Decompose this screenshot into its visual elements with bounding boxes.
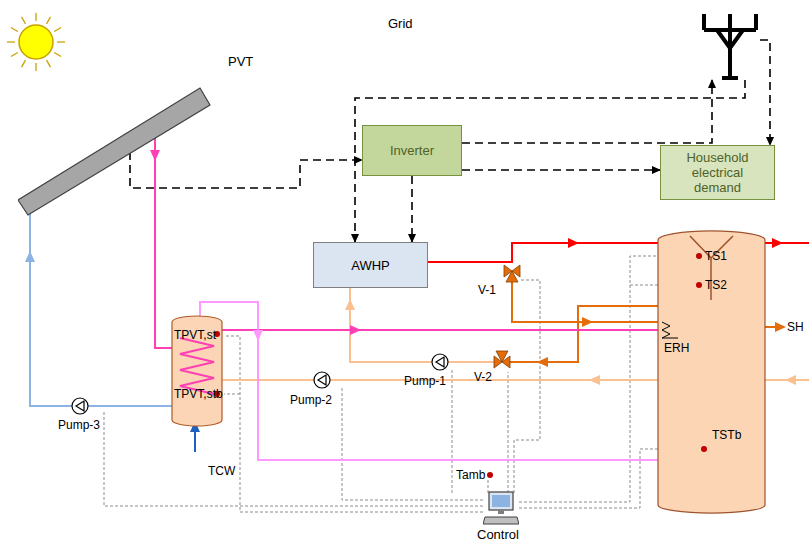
- node-label: AWHP: [351, 258, 390, 273]
- power-flow-line: [130, 152, 362, 188]
- sun-symbol: [7, 13, 65, 71]
- component-label: TCW: [208, 464, 235, 478]
- component-label: TS1: [705, 249, 727, 263]
- component-label: Pump-1: [404, 374, 446, 388]
- power-flow-line: [760, 40, 770, 145]
- controller-symbol: [483, 491, 519, 525]
- pvt-storage-tank: [172, 316, 222, 426]
- demand-box: Household electrical demand: [660, 145, 775, 200]
- power-flow-line: [462, 169, 660, 171]
- component-label: TS2: [705, 278, 727, 292]
- component-label: Pump-2: [290, 393, 332, 407]
- component-label: SH: [787, 320, 804, 334]
- component-label: TPVT,stb: [174, 387, 223, 401]
- grid-pylon-symbol: [700, 8, 760, 80]
- power-flow-line: [462, 80, 712, 143]
- main-storage-tank: [658, 231, 765, 513]
- power-flow-line: [411, 176, 413, 242]
- component-label: TSTb: [712, 428, 741, 442]
- control-wires: [104, 256, 700, 512]
- component-label: V-2: [474, 370, 492, 384]
- node-label: Inverter: [390, 143, 434, 158]
- three-way-valves: [494, 265, 520, 368]
- grid-pylon: Grid: [700, 8, 760, 80]
- node-label: Control: [477, 527, 519, 542]
- component-label: V-1: [478, 283, 496, 297]
- pvt-collector-symbol: [18, 86, 212, 217]
- component-label: Pump-3: [58, 418, 100, 432]
- node-label: Grid: [388, 16, 413, 31]
- component-label: Tamb: [456, 468, 485, 482]
- pvt-collector: PVT: [18, 86, 212, 217]
- ambient-sensor: [487, 472, 493, 478]
- component-label: TPVT,st: [174, 328, 216, 342]
- inverter-box: Inverter: [362, 125, 462, 176]
- pumps: [72, 354, 448, 414]
- node-label: PVT: [228, 54, 253, 69]
- heat-pump-box: AWHP: [313, 242, 428, 288]
- node-label: Household electrical demand: [676, 150, 760, 195]
- controller: Control: [483, 491, 519, 525]
- component-label: ERH: [664, 341, 689, 355]
